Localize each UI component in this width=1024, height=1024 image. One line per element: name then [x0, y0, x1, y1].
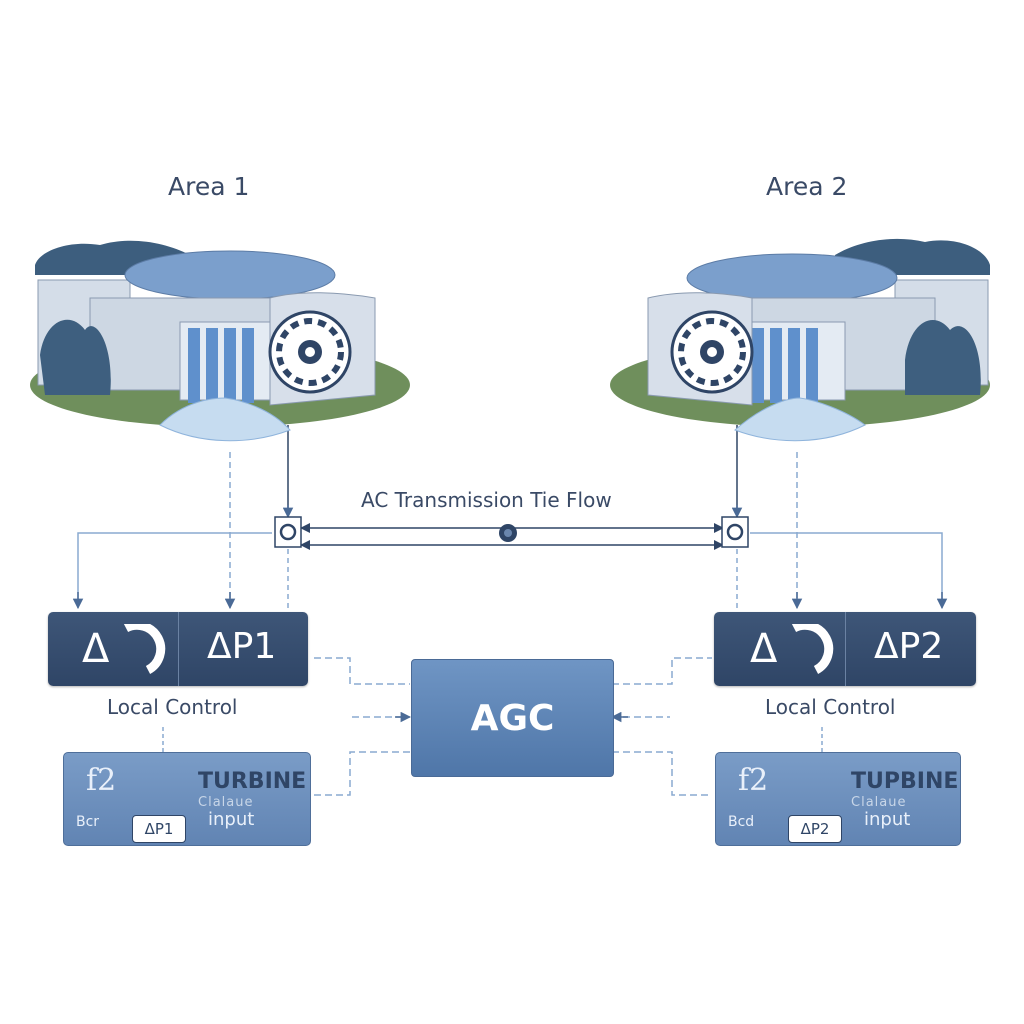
area1-delta-power: ΔP1 — [207, 626, 277, 667]
area1-delta-frequency: Δ — [82, 626, 110, 672]
area2-power-cell: ΔP2 — [845, 612, 977, 686]
area1-local-control-label: Local Control — [107, 695, 238, 719]
feedback-line-area1 — [77, 532, 272, 608]
area1-turbine-input-label: input — [208, 809, 255, 830]
area2-turbine-input-label: input — [864, 809, 911, 830]
area1-frequency-cell: Δ — [48, 612, 178, 686]
agc-link-area2-lower — [612, 751, 712, 796]
area2-turbine-badge: ΔP2 — [788, 815, 842, 843]
agc-link-area1-upper — [314, 657, 410, 685]
area2-local-control-label: Local Control — [765, 695, 896, 719]
frequency-dial-icon — [791, 624, 834, 674]
area1-title: Area 1 — [168, 172, 250, 201]
agc-label: AGC — [470, 697, 555, 739]
frequency-dial-icon — [123, 624, 166, 674]
tie-node-icon — [274, 516, 302, 548]
agc-link-area1-lower — [314, 751, 410, 796]
area2-turbine-caption: Bcd — [728, 814, 755, 830]
area2-frequency-cell: Δ — [714, 612, 845, 686]
area2-turbine-panel: f2 Bcd ΔP2 TUPBINE Clalaue input — [715, 752, 961, 846]
area2-delta-frequency: Δ — [750, 626, 778, 672]
feedback-line-area2 — [750, 532, 943, 608]
area2-local-control-panel: Δ ΔP2 — [714, 612, 976, 686]
area2-turbine-heading: TUPBINE — [851, 769, 959, 794]
hydro-dam-icon — [30, 240, 410, 442]
tie-node-icon — [721, 516, 749, 548]
area2-turbine-formula: f2 — [738, 763, 769, 798]
area1-turbine-panel: f2 Bcr ΔP1 TURBINE Clalaue input — [63, 752, 311, 846]
area1-turbine-heading: TURBINE — [198, 769, 307, 794]
area1-turbine-subheading: Clalaue — [198, 795, 254, 810]
agc-link-area2-upper — [612, 657, 712, 685]
area1-power-cell: ΔP1 — [178, 612, 309, 686]
area1-turbine-badge: ΔP1 — [132, 815, 186, 843]
area1-turbine-caption: Bcr — [76, 814, 100, 830]
area2-turbine-subheading: Clalaue — [851, 795, 907, 810]
turbine-wheel-icon — [670, 310, 754, 394]
tie-line-label: AC Transmission Tie Flow — [361, 488, 612, 512]
tie-node-icon — [499, 524, 517, 542]
area1-turbine-formula: f2 — [86, 763, 117, 798]
area2-delta-power: ΔP2 — [874, 626, 944, 667]
agc-block: AGC — [411, 659, 614, 777]
hydro-dam-icon — [610, 238, 990, 442]
area1-local-control-panel: Δ ΔP1 — [48, 612, 308, 686]
turbine-wheel-icon — [268, 310, 352, 394]
area2-title: Area 2 — [766, 172, 848, 201]
